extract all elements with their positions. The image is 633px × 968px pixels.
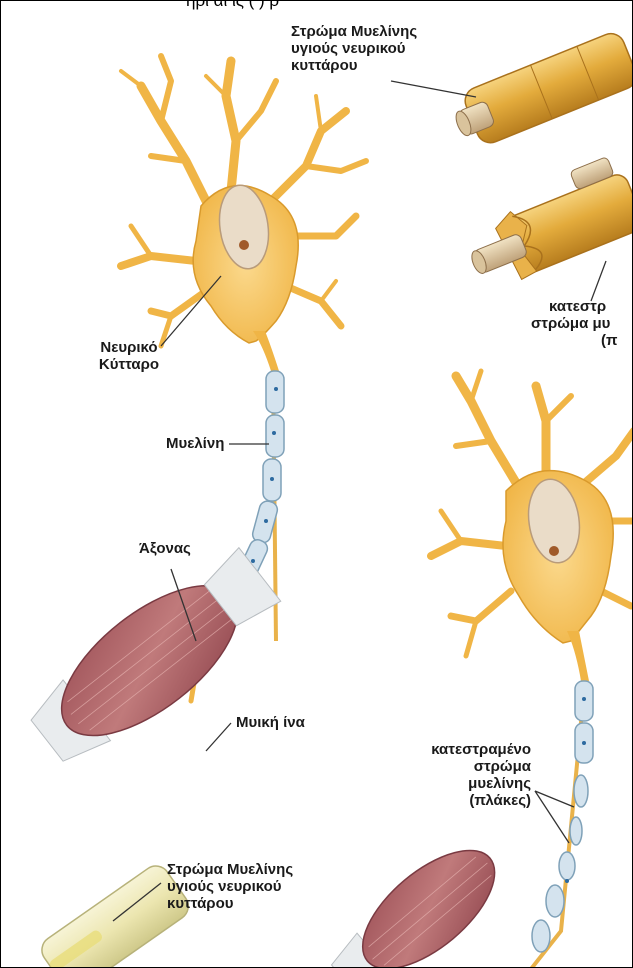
- label-damaged-myelin-partial: κατεστρ στρώμα μυ (π: [531, 298, 632, 349]
- neuron-right: [431, 371, 633, 681]
- damaged-myelin-cylinder: [455, 153, 633, 294]
- healthy-myelin-cylinder-top: [447, 29, 633, 152]
- label-muscle-fiber: Μυική ίνα: [236, 714, 305, 731]
- neuron-left: [121, 56, 366, 371]
- damaged-axon-right: [531, 681, 593, 968]
- label-healthy-myelin-top: Στρώμα Μυελίνης υγιούς νευρικού κυττάρου: [291, 23, 417, 74]
- label-nerve-cell: Νευρικό Κύτταρο: [89, 339, 169, 373]
- label-damaged-myelin: κατεστραμένο στρώμα μυελίνης (πλάκες): [401, 741, 531, 809]
- label-axon: Άξονας: [139, 540, 191, 557]
- muscle-right: [320, 829, 514, 968]
- top-caption: ηρι αι ις ( ) ρ: [186, 0, 279, 9]
- label-myelin: Μυελίνη: [166, 435, 224, 452]
- label-healthy-myelin-bottom: Στρώμα Μυελίνης υγιούς νευρικού κυττάρου: [167, 861, 293, 912]
- muscle-left: [18, 537, 290, 779]
